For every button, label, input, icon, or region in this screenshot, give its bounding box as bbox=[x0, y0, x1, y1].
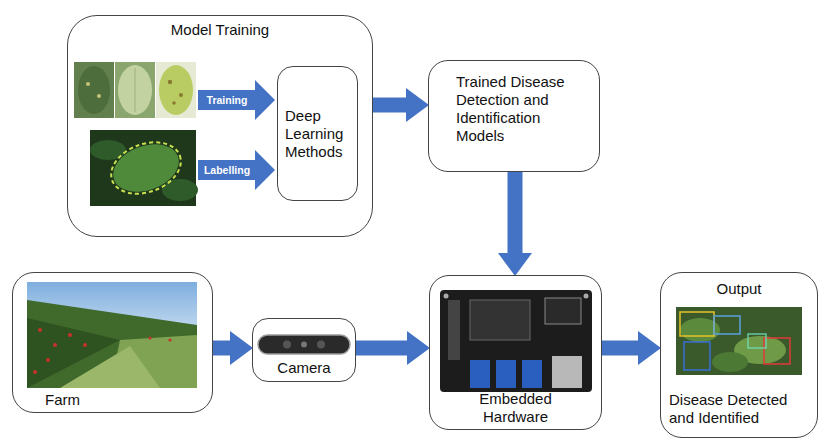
arrow-label: Labelling bbox=[198, 161, 256, 179]
leaf-photo bbox=[168, 80, 172, 84]
output-photo bbox=[676, 307, 802, 375]
embedded-board bbox=[522, 360, 542, 388]
camera-icon bbox=[317, 341, 325, 349]
farm-photo bbox=[38, 328, 42, 332]
farm-photo bbox=[168, 338, 171, 341]
leaf-photo bbox=[74, 62, 114, 118]
farm-photo bbox=[33, 370, 37, 374]
labelled-leaf-photo bbox=[90, 130, 198, 206]
farm-photo bbox=[27, 300, 197, 388]
flow-arrow bbox=[213, 341, 230, 356]
output-photo bbox=[748, 334, 766, 348]
embedded-board bbox=[545, 298, 581, 324]
farm-photo bbox=[60, 346, 160, 388]
leaf-photo bbox=[135, 68, 136, 112]
hardware-box: Embedded Hardware bbox=[429, 275, 602, 430]
process-box: Deep Learning Methods bbox=[277, 66, 358, 201]
embedded-board bbox=[470, 360, 490, 388]
embedded-board bbox=[584, 294, 589, 299]
training-arrow bbox=[198, 80, 275, 120]
farm-photo bbox=[53, 343, 57, 347]
leaf-photo bbox=[156, 62, 196, 118]
camera-icon bbox=[301, 342, 307, 348]
embedded-board bbox=[440, 290, 592, 392]
farm-photo bbox=[46, 358, 50, 362]
training-arrow bbox=[198, 80, 275, 120]
farm-photo bbox=[148, 336, 151, 339]
embedded-board bbox=[444, 294, 449, 299]
flow-arrow bbox=[373, 98, 406, 113]
leaf-photo bbox=[156, 62, 196, 118]
node-text: Trained Disease Detection and Identifica… bbox=[456, 73, 581, 145]
leaf-photo bbox=[115, 62, 155, 118]
labelled-leaf-photo bbox=[107, 136, 186, 201]
device-box: Camera bbox=[252, 318, 356, 382]
farm-photo bbox=[68, 333, 72, 337]
output-photo bbox=[712, 352, 748, 372]
leaf-photo bbox=[115, 62, 155, 118]
embedded-board bbox=[470, 300, 530, 340]
camera-icon bbox=[283, 341, 291, 349]
leaf-photo bbox=[179, 93, 183, 97]
camera-icon bbox=[258, 335, 350, 354]
flow-arrow bbox=[356, 341, 407, 356]
embedded-board bbox=[496, 360, 516, 388]
output-photo bbox=[764, 338, 790, 364]
group-panel: Model TrainingDeep Learning Methods bbox=[67, 15, 373, 237]
flow-arrow bbox=[602, 341, 638, 356]
embedded-board bbox=[448, 300, 460, 360]
farm-photo bbox=[83, 343, 87, 347]
leaf-photo bbox=[97, 94, 101, 98]
labelled-leaf-photo bbox=[104, 133, 188, 203]
result-box: Trained Disease Detection and Identifica… bbox=[428, 60, 600, 172]
embedded-board bbox=[440, 290, 592, 392]
labelling-arrow bbox=[198, 150, 275, 190]
output-photo bbox=[680, 312, 714, 336]
output-box: OutputDisease Detected and Identified bbox=[660, 272, 818, 438]
leaf-photo bbox=[159, 65, 193, 115]
leaf-photo bbox=[172, 101, 176, 105]
flow-arrow bbox=[508, 172, 523, 253]
node-text: Farm bbox=[45, 391, 80, 409]
node-text: Disease Detected and Identified bbox=[669, 391, 809, 427]
node-text: Deep Learning Methods bbox=[285, 107, 353, 161]
farm-photo bbox=[27, 282, 197, 388]
camera-icon bbox=[258, 335, 350, 354]
output-photo bbox=[684, 342, 710, 370]
source-box: Farm bbox=[12, 272, 213, 413]
node-text: Camera bbox=[277, 359, 330, 377]
labelling-arrow bbox=[198, 150, 275, 190]
node-text: Output bbox=[716, 280, 761, 298]
embedded-board bbox=[552, 356, 582, 388]
node-text: Embedded Hardware bbox=[460, 390, 571, 426]
output-photo bbox=[714, 316, 740, 334]
farm-photo bbox=[27, 282, 197, 388]
leaf-photo bbox=[118, 65, 152, 115]
arrow-label: Training bbox=[198, 91, 256, 109]
output-photo bbox=[676, 307, 802, 375]
leaf-photo bbox=[74, 62, 114, 118]
leaf-photo bbox=[78, 66, 110, 114]
leaf-photo bbox=[86, 82, 90, 86]
node-text: Model Training bbox=[171, 21, 269, 39]
